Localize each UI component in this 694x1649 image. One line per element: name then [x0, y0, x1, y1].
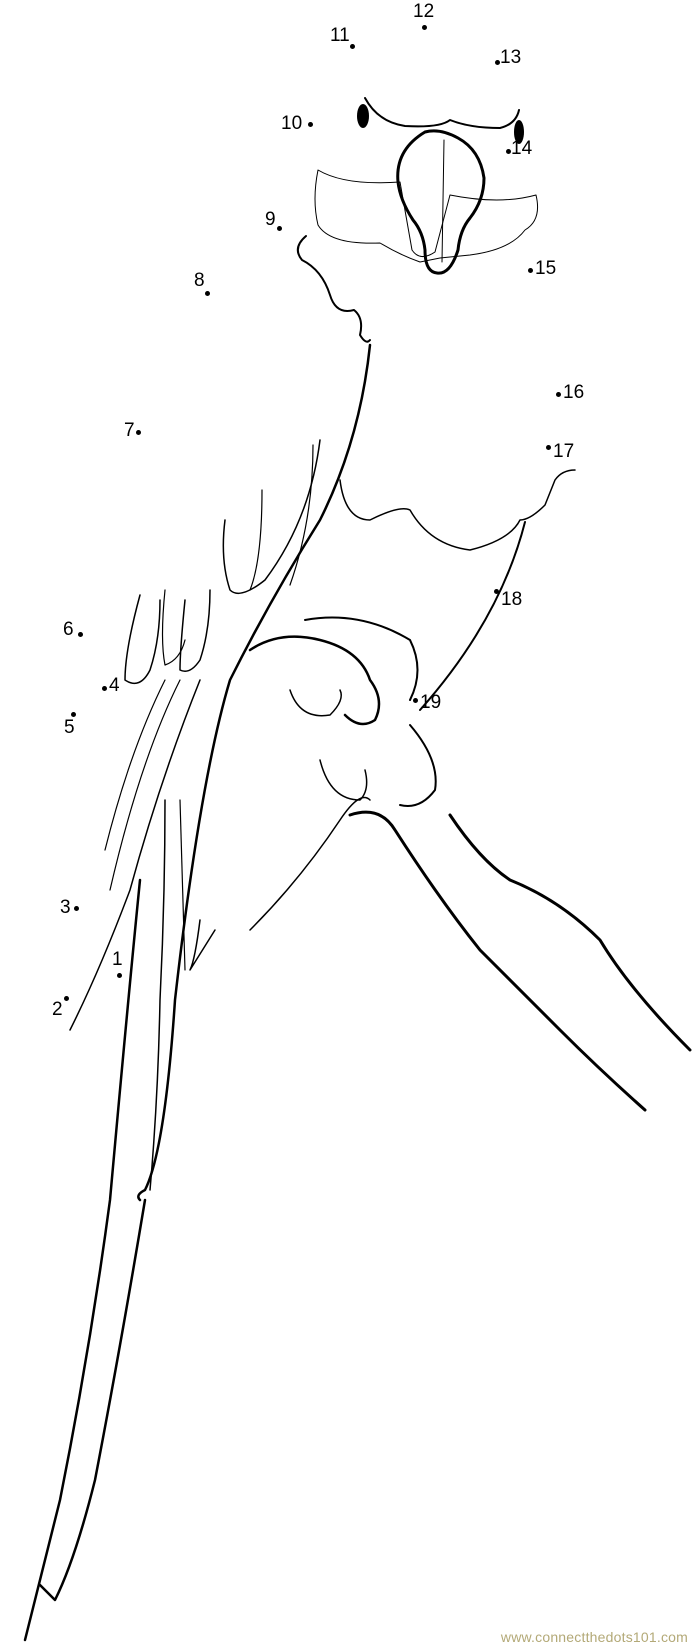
dot-9 [276, 225, 282, 231]
dot-number-label: 19 [420, 692, 442, 713]
dot-7 [135, 429, 141, 435]
dot-4 [101, 685, 107, 691]
beak [396, 129, 486, 275]
dot-number-label: 12 [413, 1, 435, 22]
dot-number-label: 5 [64, 717, 75, 738]
dot-number-label: 15 [535, 258, 557, 279]
dot-13 [494, 59, 500, 65]
dot-number-label: 8 [194, 270, 205, 291]
dot-number-label: 13 [500, 47, 522, 68]
dot-number-label: 1 [112, 949, 123, 970]
dot-19 [412, 697, 418, 703]
dot-15 [527, 267, 533, 273]
right-eye [514, 120, 524, 144]
dot-number-label: 4 [109, 675, 120, 696]
dot-number-label: 16 [563, 382, 585, 403]
dot-number-label: 3 [60, 897, 71, 918]
dot-number-label: 17 [553, 441, 575, 462]
brow-line [364, 97, 520, 129]
dot-2 [63, 995, 69, 1001]
dot-number-label: 10 [281, 113, 303, 134]
dot-number-label: 7 [124, 420, 135, 441]
dot-number-label: 11 [330, 25, 350, 46]
dot-number-label: 14 [511, 138, 533, 159]
dot-16 [555, 391, 561, 397]
dot-14 [505, 148, 511, 154]
dot-6 [77, 631, 83, 637]
dot-number-label: 9 [265, 209, 276, 230]
dot-11 [349, 43, 355, 49]
dot-number-label: 6 [63, 619, 74, 640]
dot-1 [116, 972, 122, 978]
dot-12 [421, 24, 427, 30]
dot-8 [204, 290, 210, 296]
dot-number-label: 2 [52, 999, 63, 1020]
dot-18 [493, 588, 499, 594]
left-eye [357, 104, 369, 128]
dot-5 [70, 711, 76, 717]
watermark: www.connectthedots101.com [500, 1629, 688, 1645]
face-mask [314, 169, 539, 263]
dot-10 [307, 121, 313, 127]
dot-number-label: 18 [501, 589, 523, 610]
dot-3 [73, 905, 79, 911]
dot-17 [545, 444, 551, 450]
